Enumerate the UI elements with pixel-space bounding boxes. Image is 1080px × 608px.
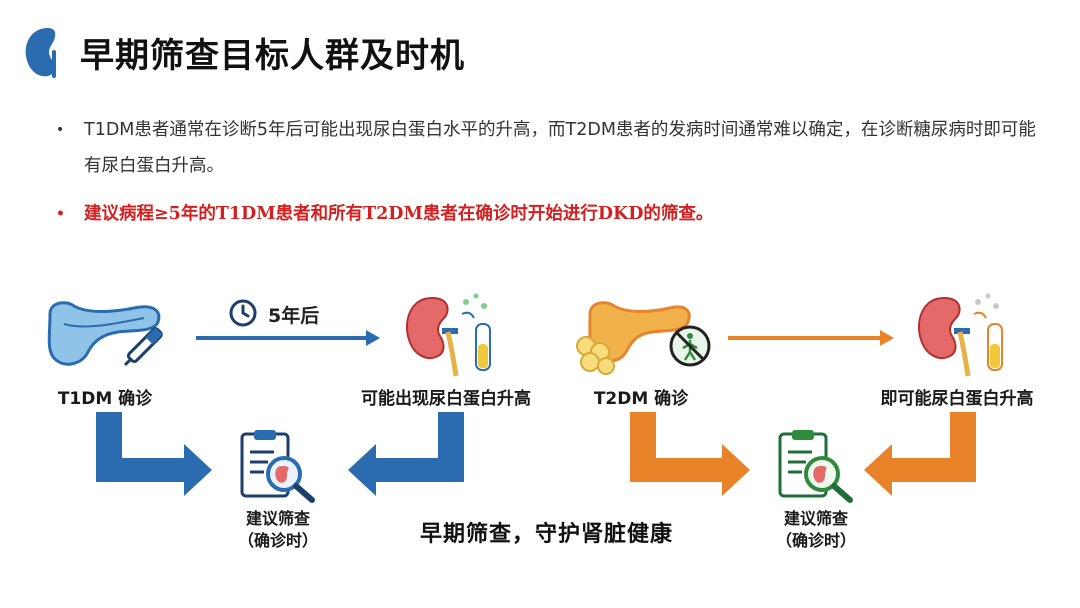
pancreas-icon [576,301,691,375]
bullet-text-2: 建议病程≥5年的T1DM患者和所有T2DM患者在确诊时开始进行DKD的筛查。 [84,204,714,224]
bullet-dot: • [56,206,65,222]
kidney-test-tube-icon [406,293,491,377]
clock-icon [229,299,257,327]
right-screening-line1: 建议筛查 [783,509,848,528]
right-result-label: 即可能尿白蛋白升高 [880,389,1034,409]
insulin-pen-icon [124,327,163,366]
t1dm-diagnosis-label: T1DM 确诊 [57,389,153,409]
kidney-icon [25,28,56,78]
t2dm-diagnosis-label: T2DM 确诊 [593,389,689,409]
left-screening-line1: 建议筛查 [245,509,310,528]
bullet-text-1: T1DM患者通常在诊断5年后可能出现尿白蛋白水平的升高，而T2DM患者的发病时间… [84,120,1036,176]
clipboard-magnifier-icon [240,430,315,503]
pancreas-icon [47,301,161,366]
left-screening-label: 建议筛查 （确诊时） [228,508,328,552]
left-result-label: 可能出现尿白蛋白升高 [361,389,531,409]
clipboard-magnifier-icon [778,430,853,503]
time-label: 5年后 [268,305,320,327]
right-screening-label: 建议筛查 （确诊时） [766,508,866,552]
left-screening-line2: （确诊时） [237,531,318,550]
slogan: 早期筛查，守护肾脏健康 [420,522,674,547]
bullet-point-2: • 建议病程≥5年的T1DM患者和所有T2DM患者在确诊时开始进行DKD的筛查。 [56,196,1036,232]
bullet-point-1: • T1DM患者通常在诊断5年后可能出现尿白蛋白水平的升高，而T2DM患者的发病… [56,112,1036,184]
kidney-test-tube-icon [918,293,1003,377]
bullet-dot: • [56,122,65,138]
right-screening-line2: （确诊时） [775,531,856,550]
page-title: 早期筛查目标人群及时机 [80,36,465,76]
no-exercise-icon [669,325,711,367]
